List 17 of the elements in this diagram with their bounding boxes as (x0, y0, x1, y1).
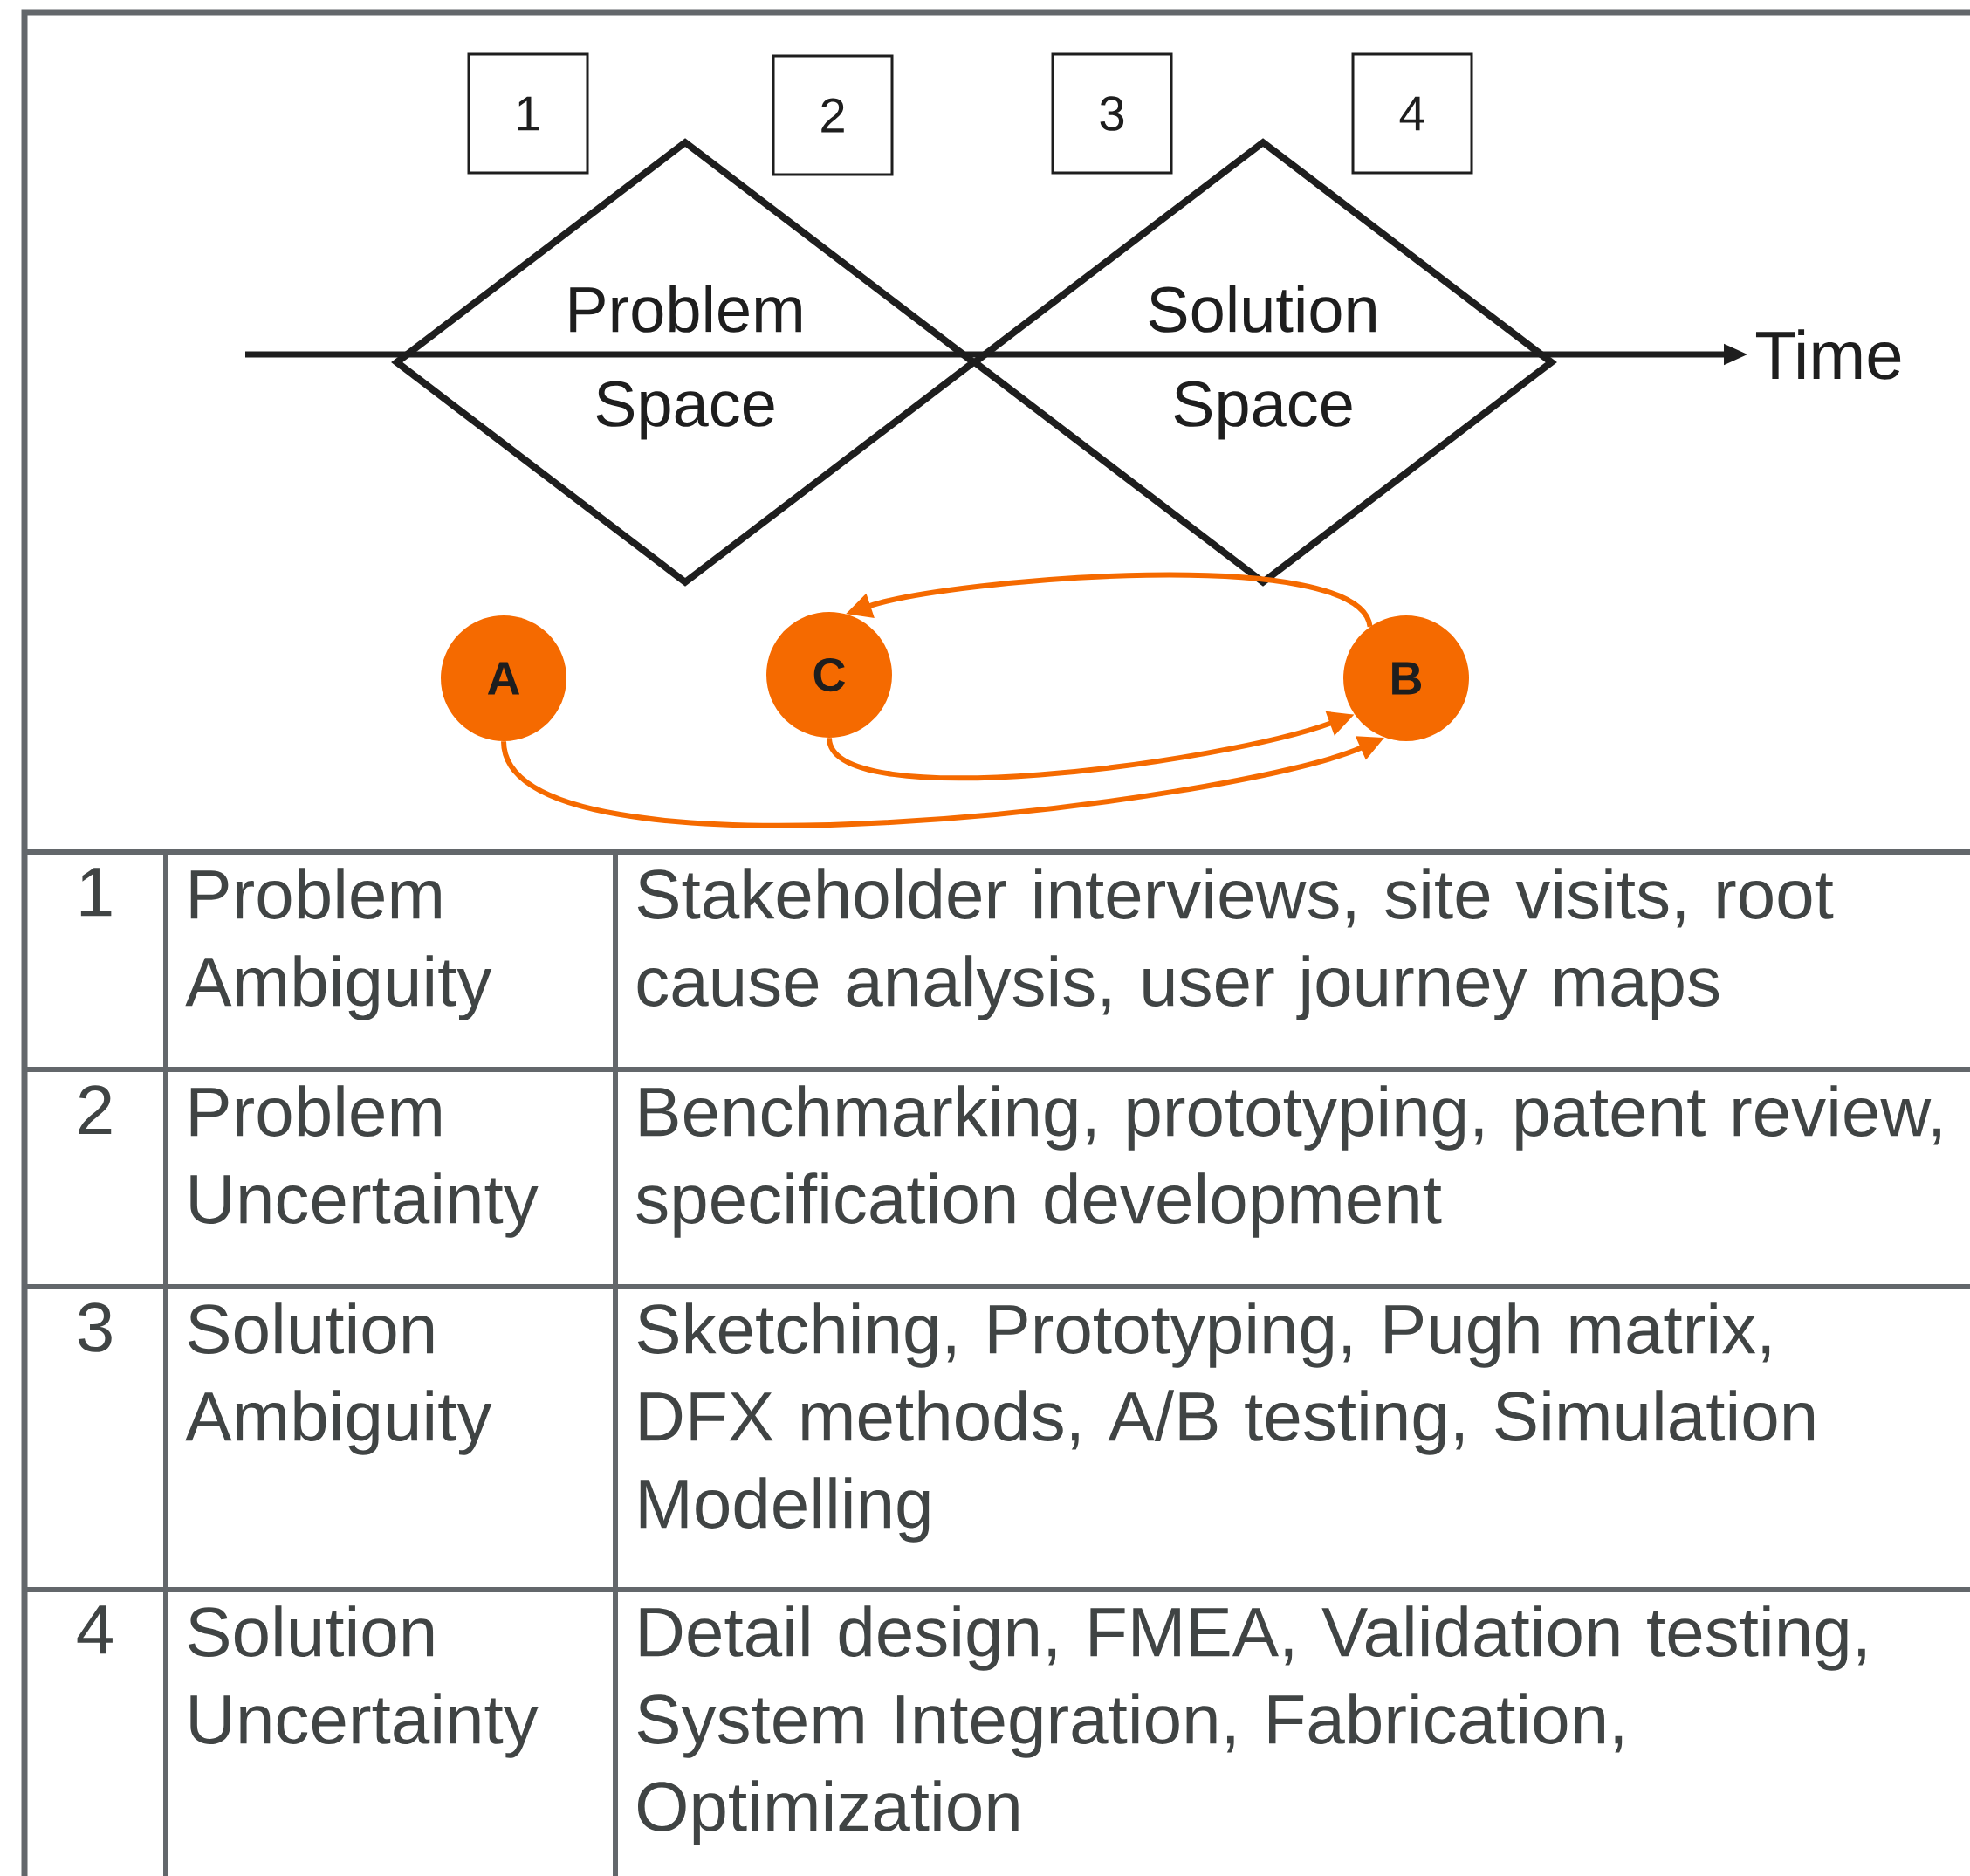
cell-text: 2 (79, 1085, 112, 1135)
cell-text: Stakeholder interviews, site visits, root cause analysis, user journey maps (637, 868, 1834, 1020)
number-box: 2 (772, 54, 894, 176)
cell-text: Solution Ambiguity (185, 1302, 492, 1455)
number-box: 4 (1351, 52, 1473, 175)
cell-text: Sketching, Prototyping, Pugh matrix, DFX methods, A/B testing, Simulation Modelling (637, 1302, 1815, 1543)
axis-label: Time (1756, 329, 1901, 380)
cell-text: 4 (77, 1605, 113, 1654)
number-box: 1 (467, 52, 589, 175)
cell-text: Problem Ambiguity (185, 868, 492, 1020)
cell-text: Benchmarking, prototyping, patent review, specification development (636, 1085, 1940, 1238)
number-box: 3 (1051, 52, 1173, 175)
cell-text: Problem Uncertainty (190, 1085, 539, 1238)
cell-text: 3 (78, 1302, 112, 1352)
cell-text: Detail design, FMEA, Validation testing, System Integration, Fabrication, Optimization (637, 1605, 1865, 1845)
cell-text: 1 (80, 868, 112, 917)
cell-text: Solution Uncertainty (188, 1605, 539, 1758)
